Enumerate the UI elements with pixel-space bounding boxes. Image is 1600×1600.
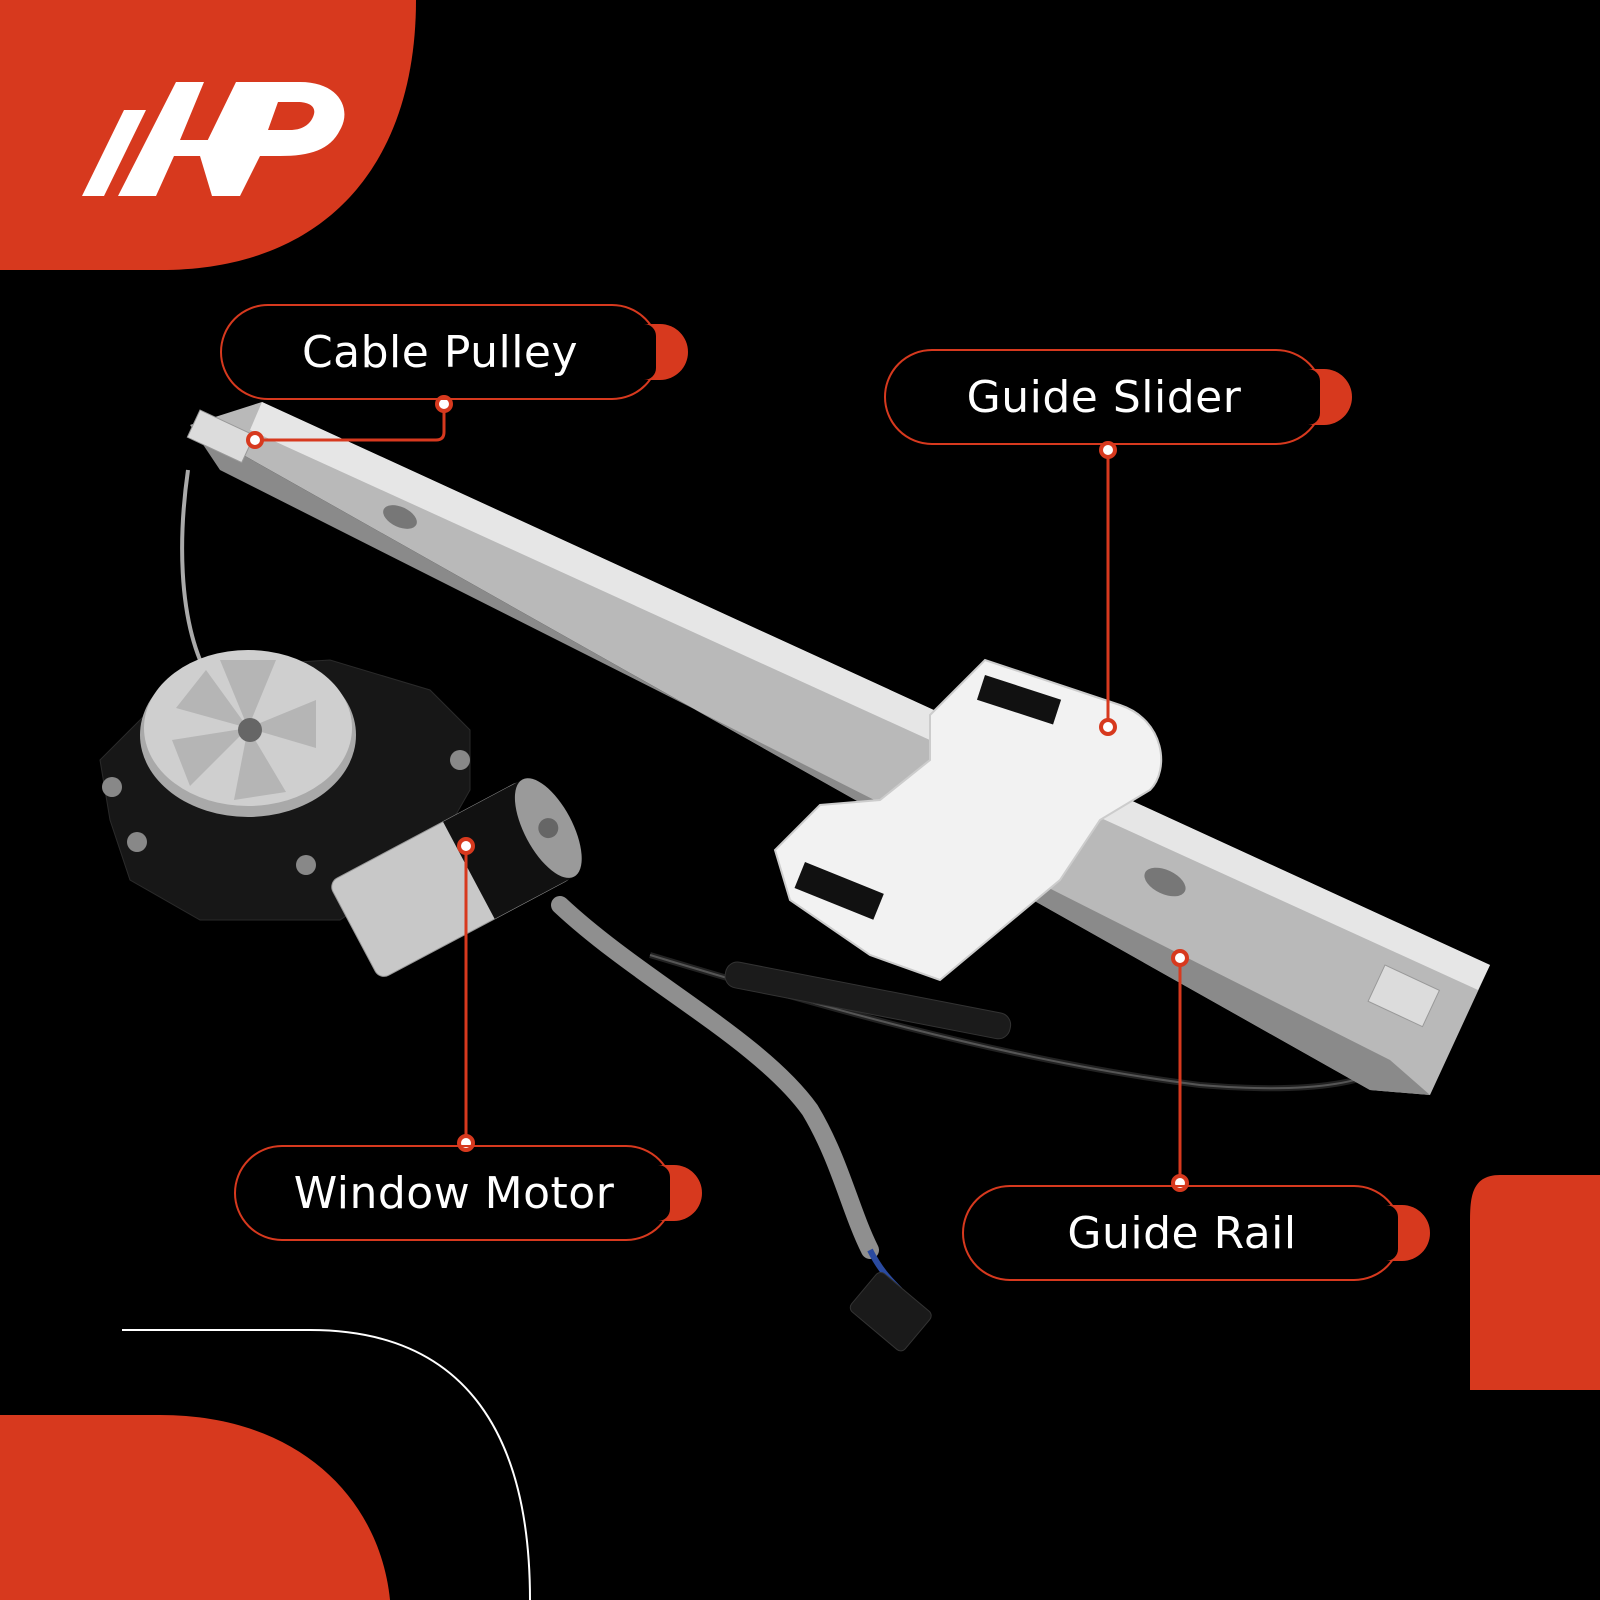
callout-window-motor: Window Motor [234,1145,702,1241]
callout-cap [1308,369,1352,425]
callout-guide-slider: Guide Slider [884,349,1352,445]
brand-corner-shape [0,0,416,270]
callout-label: Window Motor [293,1167,615,1219]
callout-label: Guide Slider [966,371,1242,423]
callout-label: Cable Pulley [301,326,579,378]
brand-logo [82,82,345,196]
callout-cap [644,324,688,380]
window-regulator-illustration [99,402,1490,1352]
right-edge-shape [1470,1175,1600,1390]
callout-cable-pulley: Cable Pulley [220,304,688,400]
callout-guide-rail: Guide Rail [962,1185,1430,1281]
bottom-corner-shape [0,1415,390,1600]
outline-arc [122,1329,531,1600]
callout-cap [1386,1205,1430,1261]
callout-lines [255,402,1182,1180]
callout-cap [658,1165,702,1221]
callout-label: Guide Rail [1067,1207,1297,1259]
callout-dots [246,395,1189,1192]
